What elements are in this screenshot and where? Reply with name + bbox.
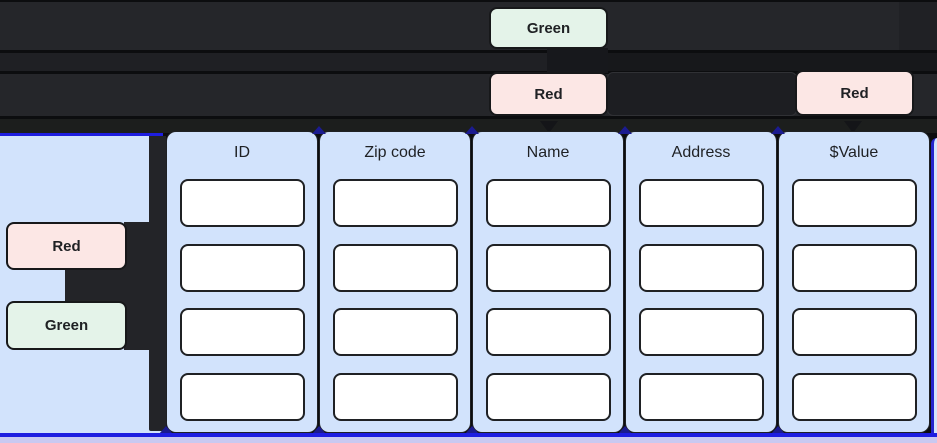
red-chip-left[interactable]: Red (6, 222, 127, 270)
anchor-arrow (618, 426, 632, 434)
column-id: ID (166, 131, 318, 433)
cell-slot[interactable] (333, 373, 458, 421)
cell-slot[interactable] (792, 308, 917, 356)
red-chip-top-right-label: Red (840, 84, 869, 102)
anchor-arrow (771, 126, 785, 134)
red-chip-top-label: Red (534, 85, 563, 103)
green-chip-top-label: Green (526, 19, 571, 37)
green-chip-top[interactable]: Green (489, 7, 608, 49)
cell-slot[interactable] (180, 179, 305, 227)
cell-slot[interactable] (333, 179, 458, 227)
green-chip-left[interactable]: Green (6, 301, 127, 350)
left-connector-elbow (65, 268, 149, 303)
cell-slot[interactable] (639, 373, 764, 421)
cell-slot[interactable] (486, 179, 611, 227)
cell-slot[interactable] (792, 179, 917, 227)
cell-slot[interactable] (333, 308, 458, 356)
anchor-arrow (771, 426, 785, 434)
column-name-header: Name (526, 144, 570, 161)
anchor-arrow (618, 126, 632, 134)
column-address: Address (625, 131, 777, 433)
cell-slot[interactable] (180, 308, 305, 356)
top-band-1 (0, 2, 937, 50)
cell-slot[interactable] (792, 373, 917, 421)
anchor-arrow (465, 426, 479, 434)
left-connector-red (124, 222, 149, 270)
column-id-header: ID (234, 144, 250, 161)
anchor-arrow (465, 126, 479, 134)
top-band-2-dark-segment (547, 53, 937, 71)
cell-slot[interactable] (639, 308, 764, 356)
left-panel-dark-strip (149, 136, 166, 431)
top-right-shade (899, 2, 937, 50)
cell-slot[interactable] (486, 308, 611, 356)
cell-slot[interactable] (180, 373, 305, 421)
column-address-header: Address (671, 144, 731, 161)
arrow-down-to-name-column (540, 121, 558, 133)
cell-slot[interactable] (486, 373, 611, 421)
anchor-arrow (312, 126, 326, 134)
cell-slot[interactable] (486, 244, 611, 292)
connector-green-to-red (547, 48, 608, 73)
column-zip-code: Zip code (319, 131, 471, 433)
anchor-arrow (159, 426, 173, 434)
cell-slot[interactable] (639, 244, 764, 292)
bottom-lavender-strip (0, 437, 937, 443)
column-zip-code-header: Zip code (364, 144, 426, 161)
red-chip-left-label: Red (52, 237, 81, 255)
red-chip-top-right[interactable]: Red (795, 70, 914, 116)
column-value: $Value (778, 131, 930, 433)
anchor-arrow (312, 426, 326, 434)
column-value-header: $Value (829, 144, 879, 161)
cell-slot[interactable] (333, 244, 458, 292)
green-chip-left-label: Green (44, 317, 89, 334)
bottom-blue-border (0, 433, 937, 437)
connector-red-to-red-bar (607, 72, 797, 116)
right-edge-panel (931, 138, 937, 433)
red-chip-top[interactable]: Red (489, 72, 608, 116)
column-name: Name (472, 131, 624, 433)
cell-slot[interactable] (792, 244, 917, 292)
cell-slot[interactable] (639, 179, 764, 227)
left-connector-green (124, 301, 149, 350)
cell-slot[interactable] (180, 244, 305, 292)
arrow-down-to-value-column (844, 121, 862, 133)
